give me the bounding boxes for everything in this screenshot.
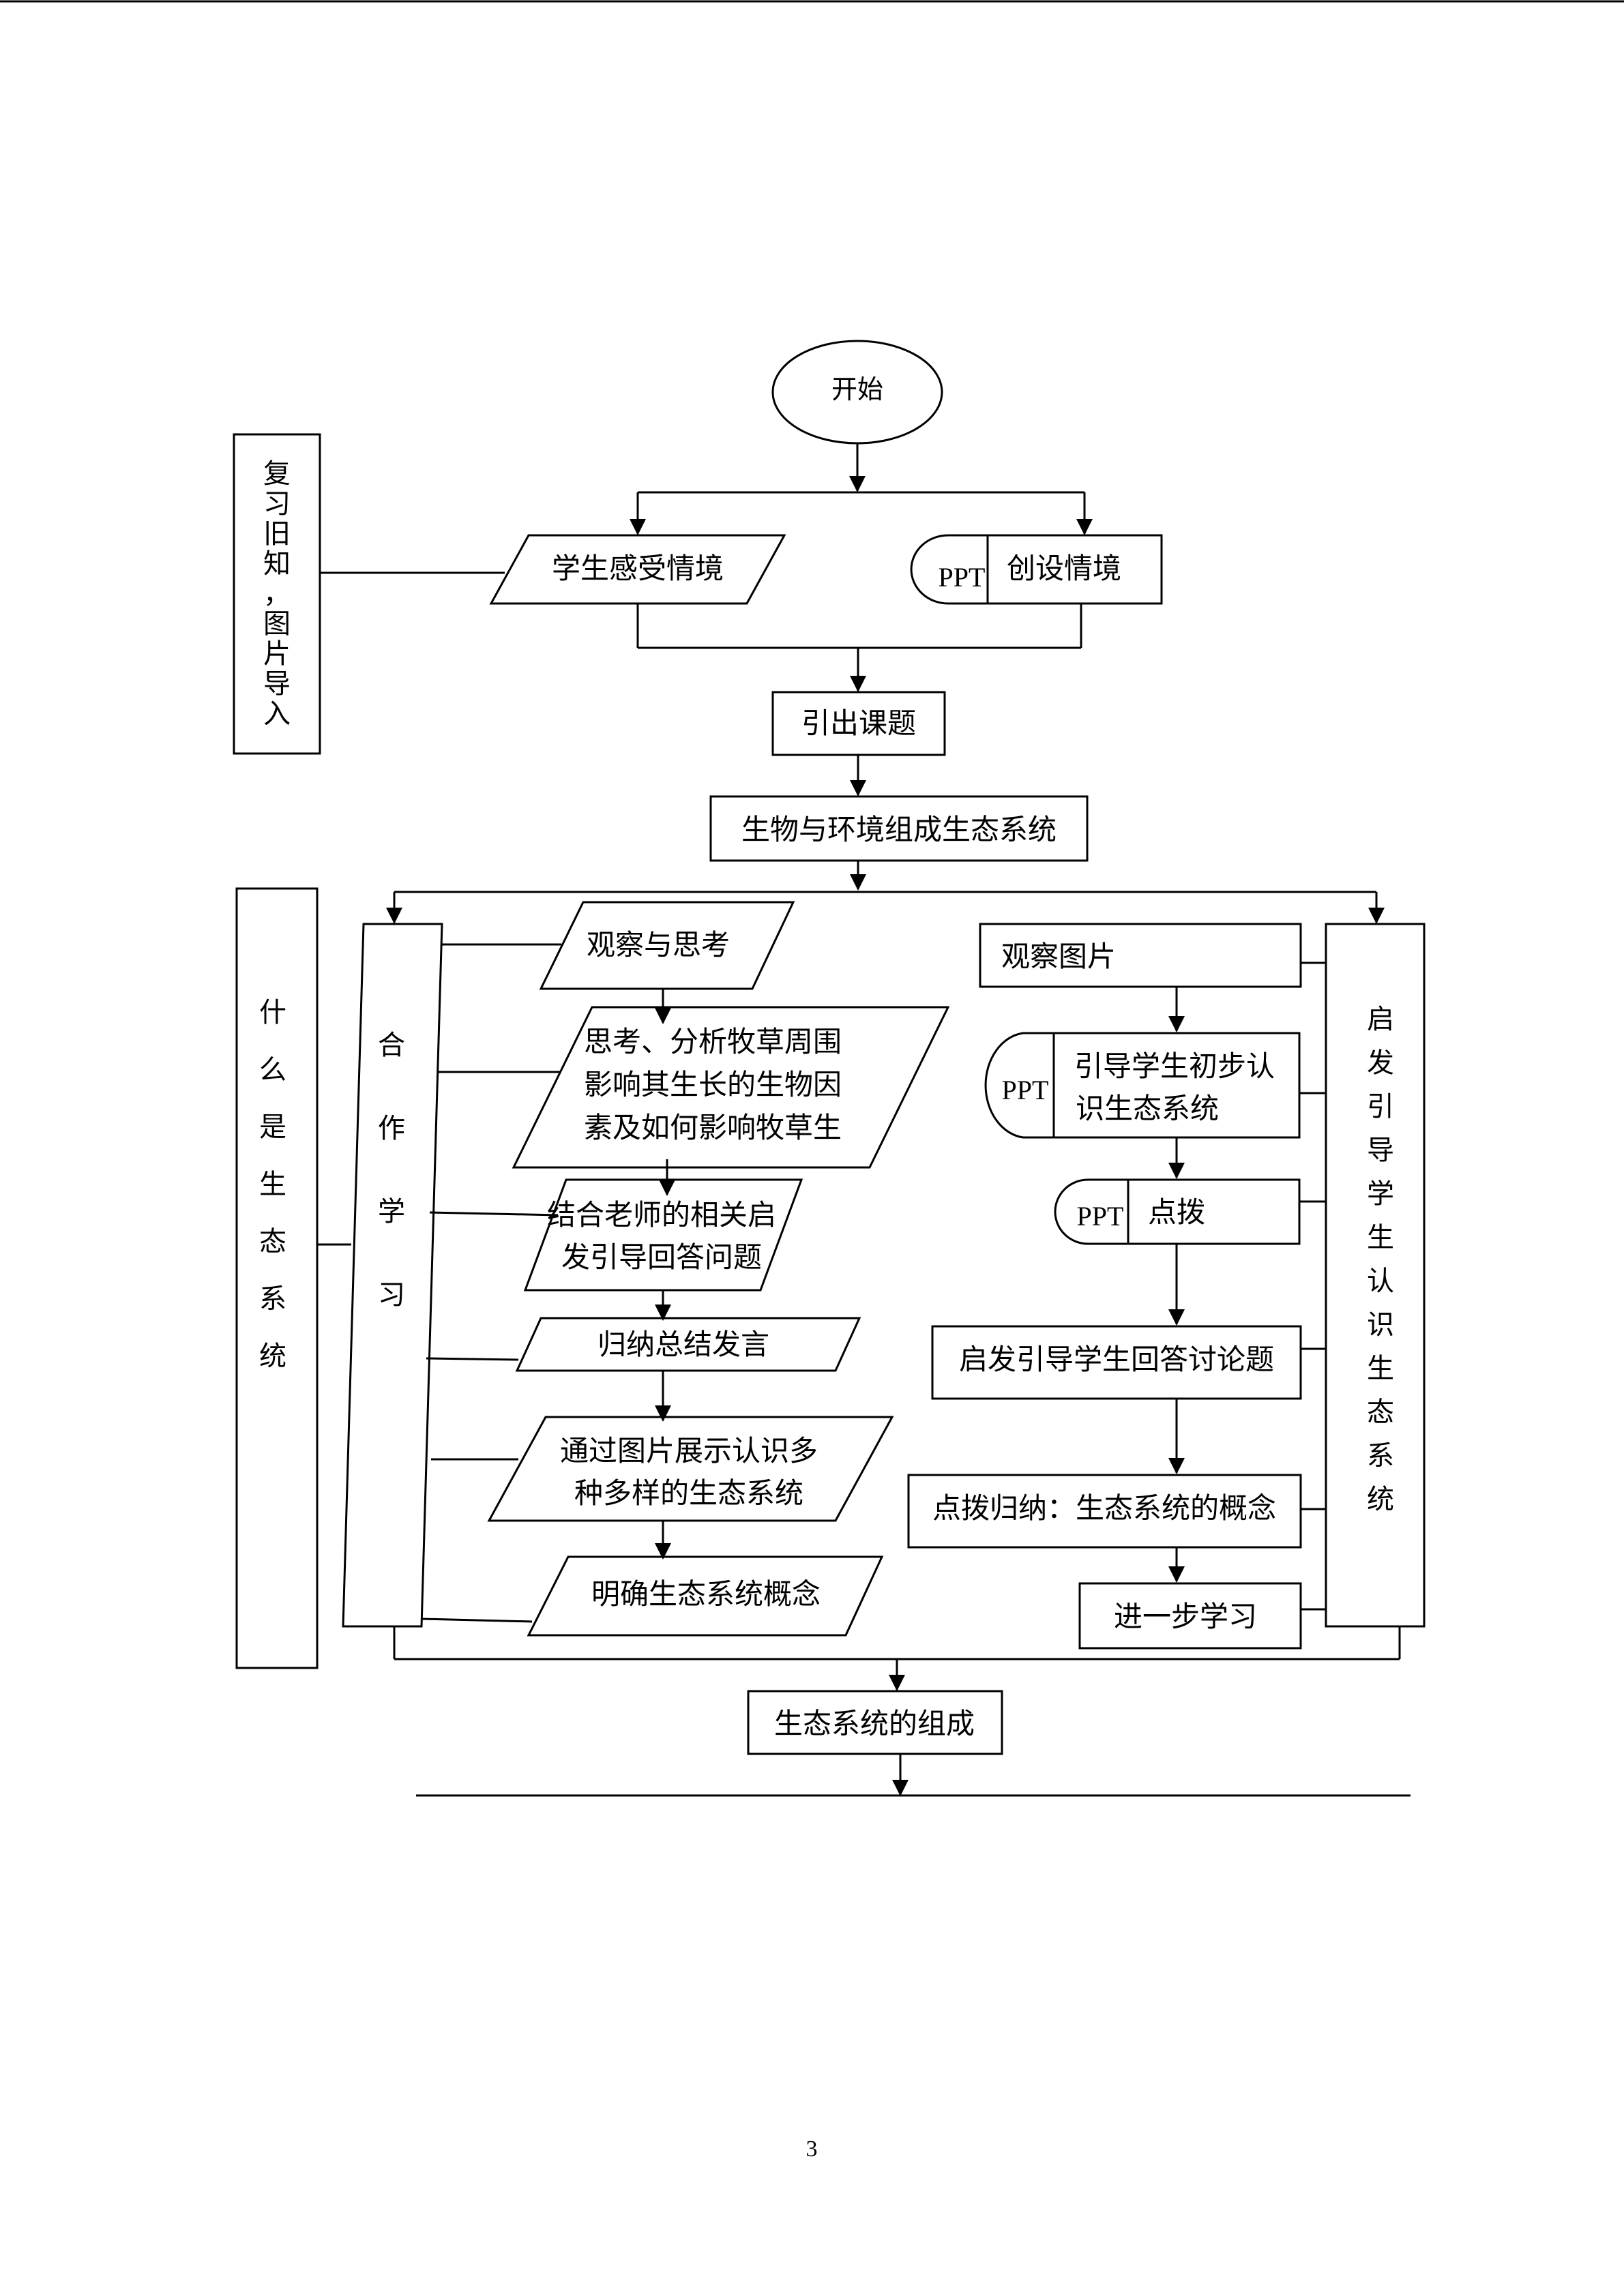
think-analyze-line3: 素及如何影响牧草生	[584, 1113, 842, 1144]
further-study-node	[1078, 1582, 1302, 1650]
guide-side-char: 生	[1367, 1222, 1394, 1253]
guide-side-char: 识	[1367, 1309, 1394, 1340]
what-is-side-char: 生	[259, 1169, 286, 1199]
guide-initial-line1: 引导学生初步认	[1074, 1051, 1275, 1083]
inspire-discuss-node	[931, 1325, 1302, 1400]
review-side-char: 复	[263, 458, 291, 489]
ppt-tag-hint-label: PPT	[1077, 1201, 1124, 1232]
ppt-tag-hint	[1054, 1178, 1131, 1245]
what-is-side-box	[235, 887, 319, 1669]
hint-summarize-node	[907, 1474, 1302, 1549]
review-side-char: ，	[263, 578, 291, 609]
eco-composition-node	[747, 1690, 1003, 1755]
clarify-concept-label: 明确生态系统概念	[591, 1579, 821, 1611]
guide-side-char: 引	[1367, 1091, 1394, 1122]
observe-think-node	[539, 901, 795, 990]
intro-topic-node	[771, 691, 946, 756]
what-is-side-char: 是	[259, 1112, 286, 1142]
guide-side-char: 系	[1367, 1440, 1394, 1471]
summarize-speak-label: 归纳总结发言	[597, 1330, 769, 1361]
guide-side-char: 学	[1367, 1178, 1394, 1209]
ppt-tag-guide	[984, 1032, 1057, 1139]
think-analyze-node	[512, 1006, 950, 1169]
coop-link-3	[429, 1211, 559, 1217]
coop-side-char: 作	[378, 1113, 405, 1144]
ppt-tag-create-label: PPT	[939, 562, 986, 593]
guide-side-char: 启	[1367, 1004, 1394, 1034]
ppt-tag-create	[910, 534, 990, 605]
student-feel-label: 学生感受情境	[552, 553, 724, 585]
what-is-side-char: 么	[259, 1054, 286, 1085]
coop-side-char: 习	[378, 1279, 405, 1310]
page-number: 3	[806, 2136, 818, 2162]
pictures-show-node	[487, 1416, 894, 1522]
create-scene-node	[986, 534, 1163, 605]
combine-teacher-node	[523, 1178, 803, 1292]
observe-think-label: 观察与思考	[587, 930, 730, 961]
what-is-side-char: 什	[259, 997, 286, 1028]
review-side-char: 导	[263, 668, 291, 699]
review-side-char: 习	[263, 488, 291, 519]
bio-env-node	[709, 795, 1089, 862]
summarize-speak-node	[515, 1317, 861, 1372]
guide-initial-node	[1052, 1032, 1301, 1139]
coop-link-4	[426, 1357, 519, 1361]
start-label: 开始	[831, 376, 883, 404]
coop-side-box	[342, 923, 443, 1628]
guide-side-char: 认	[1367, 1266, 1394, 1296]
inspire-discuss-label: 启发引导学生回答讨论题	[959, 1344, 1274, 1376]
what-is-side-char: 系	[259, 1283, 286, 1314]
bio-env-label: 生物与环境组成生态系统	[741, 814, 1057, 846]
what-is-side-char: 态	[259, 1226, 286, 1257]
ppt-tag-guide-label: PPT	[1002, 1075, 1049, 1105]
what-is-side-char: 统	[259, 1341, 286, 1371]
hint-summarize-label: 点拨归纳：生态系统的概念	[932, 1493, 1276, 1525]
combine-teacher-line1: 结合老师的相关启	[547, 1200, 776, 1232]
review-side-char: 知	[263, 548, 291, 579]
think-analyze-line2: 影响其生长的生物因	[584, 1070, 842, 1101]
hint-node	[1127, 1178, 1301, 1245]
intro-topic-label: 引出课题	[801, 709, 916, 740]
think-analyze-line1: 思考、分析牧草周围	[584, 1027, 842, 1058]
guide-side-box	[1325, 923, 1426, 1628]
observe-pictures-label: 观察图片	[1001, 942, 1116, 973]
guide-side-char: 态	[1367, 1397, 1394, 1427]
review-side-char: 图	[263, 608, 291, 639]
combine-teacher-line2: 发引导回答问题	[561, 1242, 762, 1274]
guide-side-char: 发	[1367, 1047, 1394, 1078]
review-side-char: 旧	[263, 518, 291, 549]
pictures-show-line1: 通过图片展示认识多	[560, 1436, 818, 1467]
coop-side-char: 学	[378, 1196, 405, 1227]
observe-pictures-node	[979, 923, 1302, 988]
review-side-char: 片	[263, 638, 291, 669]
further-study-label: 进一步学习	[1114, 1601, 1257, 1633]
eco-composition-label: 生态系统的组成	[774, 1709, 975, 1740]
create-scene-label: 创设情境	[1007, 553, 1121, 585]
pictures-show-line2: 种多样的生态系统	[574, 1478, 803, 1510]
clarify-concept-node	[527, 1555, 884, 1637]
guide-side-char: 统	[1367, 1484, 1394, 1515]
student-feel-node	[489, 534, 786, 605]
coop-link-6	[421, 1617, 533, 1623]
review-side-char: 入	[263, 698, 291, 729]
coop-side-char: 合	[378, 1030, 405, 1060]
guide-side-char: 生	[1367, 1353, 1394, 1384]
guide-side-char: 导	[1367, 1135, 1394, 1165]
review-side-box	[233, 433, 321, 755]
guide-initial-line2: 识生态系统	[1076, 1094, 1219, 1125]
hint-label: 点拨	[1148, 1197, 1205, 1229]
